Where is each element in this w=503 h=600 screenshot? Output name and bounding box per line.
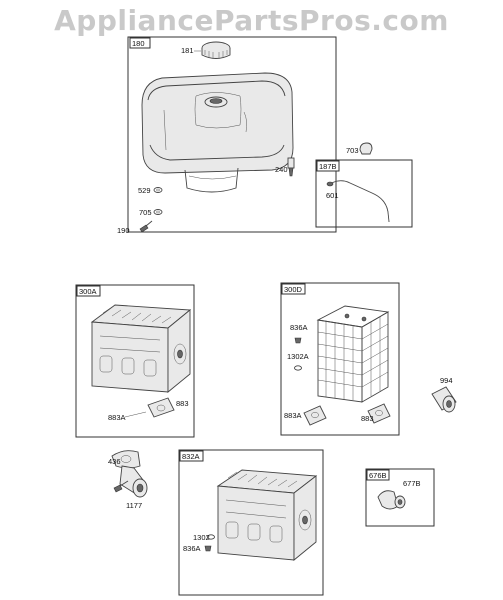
- washer-1302a[interactable]: [294, 365, 302, 371]
- bolt-1177[interactable]: [113, 480, 129, 493]
- group-676b-tag-label: 676B: [369, 471, 387, 480]
- gasket-883a-300d[interactable]: [303, 405, 327, 426]
- group-180-tag-label: 180: [132, 39, 145, 48]
- washer-529[interactable]: [153, 187, 163, 193]
- label-1302a: 1302A: [287, 352, 309, 361]
- watermark-logo: AppliancePartsPros.com: [54, 4, 449, 37]
- fuel-line-601[interactable]: [326, 180, 390, 223]
- exhaust-adapter-436[interactable]: [111, 450, 148, 498]
- group-832a-frame: [178, 449, 324, 596]
- bolt-190[interactable]: [139, 220, 153, 233]
- label-677b: 677B: [403, 479, 421, 488]
- screw-836a-bottom[interactable]: [204, 545, 212, 552]
- group-187b-tag-label: 187B: [319, 162, 337, 171]
- group-300a-tag-label: 300A: [79, 287, 97, 296]
- fuel-fitting-240[interactable]: [287, 157, 295, 177]
- label-883-a: 883: [176, 399, 189, 408]
- label-240: 240: [275, 165, 288, 174]
- group-300d-frame: [280, 282, 400, 436]
- group-300a-muffler: 300A 883 883A: [75, 284, 195, 438]
- group-187b-fuel-line: 187B 601: [315, 159, 413, 228]
- group-676b-clamp: 676B 677B: [365, 468, 435, 527]
- label-705: 705: [139, 208, 152, 217]
- muffler-832a[interactable]: [216, 469, 318, 561]
- gasket-883[interactable]: [147, 397, 175, 418]
- washer-1302[interactable]: [207, 534, 215, 540]
- label-883a-b: 883A: [284, 411, 302, 420]
- label-883-b: 883: [361, 414, 374, 423]
- muffler-300a[interactable]: [90, 304, 192, 393]
- group-832a-muffler: 832A 1302 836A: [178, 449, 324, 596]
- group-300d-tag: [281, 283, 306, 295]
- group-300d-muffler-guard: 300D 836A 1302A 883A: [280, 282, 400, 436]
- label-883a-a: 883A: [108, 413, 126, 422]
- group-180-tag: [129, 37, 151, 49]
- screw-836a-top[interactable]: [294, 337, 302, 344]
- label-994: 994: [440, 376, 453, 385]
- group-300a-tag: [76, 285, 101, 297]
- group-180-fuel-tank: 180 181 240: [127, 36, 337, 233]
- exhaust-clamp-677b[interactable]: [377, 490, 406, 510]
- group-300a-frame: [75, 284, 195, 438]
- label-836a-bottom: 836A: [183, 544, 201, 553]
- muffler-guard-300d[interactable]: [316, 305, 390, 403]
- group-187b-frame: [315, 159, 413, 228]
- washer-705[interactable]: [153, 209, 163, 215]
- clamp-703[interactable]: [359, 142, 373, 155]
- label-836a-top: 836A: [290, 323, 308, 332]
- label-181: 181: [181, 46, 194, 55]
- label-703: 703: [346, 146, 359, 155]
- label-529: 529: [138, 186, 151, 195]
- group-300d-tag-label: 300D: [284, 285, 303, 294]
- fuel-tank-body[interactable]: [141, 72, 294, 193]
- group-676b-frame: [365, 468, 435, 527]
- label-436: 436: [108, 457, 121, 466]
- deflector-994[interactable]: [431, 386, 457, 413]
- group-676b-tag: [366, 469, 390, 481]
- gasket-883-300d[interactable]: [367, 403, 391, 424]
- fuel-cap-181[interactable]: [201, 41, 231, 59]
- group-187b-tag: [316, 160, 340, 172]
- label-1302: 1302: [193, 533, 210, 542]
- group-832a-tag-label: 832A: [182, 452, 200, 461]
- label-601: 601: [326, 191, 339, 200]
- group-832a-tag: [179, 450, 204, 462]
- label-190: 190: [117, 226, 130, 235]
- label-1177: 1177: [126, 501, 142, 510]
- group-180-frame: [127, 36, 337, 233]
